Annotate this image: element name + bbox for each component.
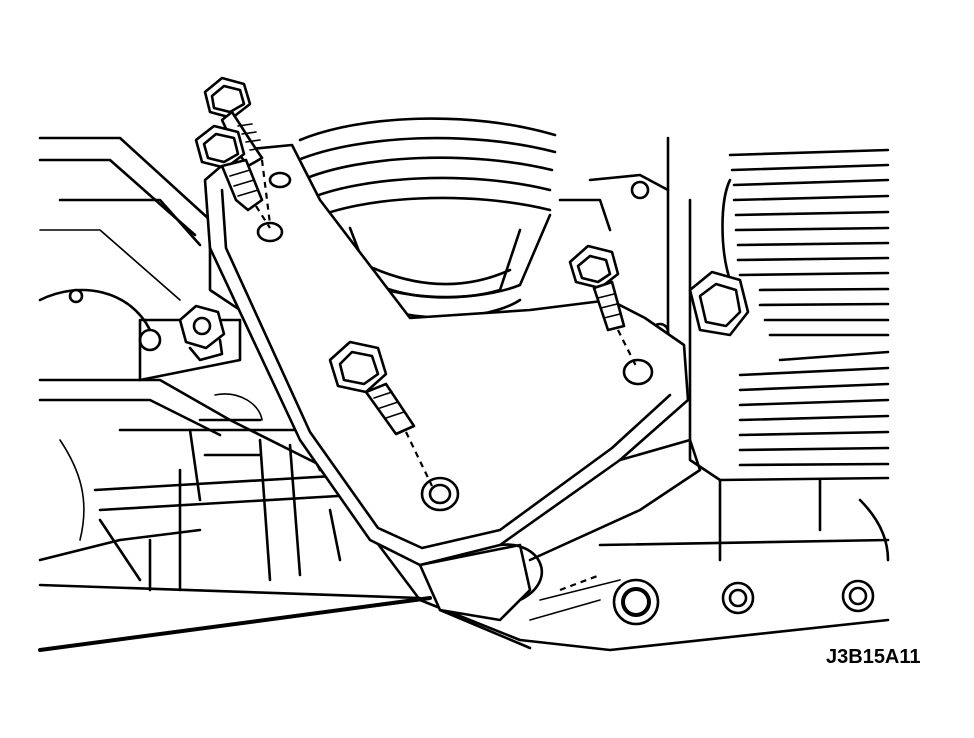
figure-id-label: J3B15A11 (826, 646, 921, 668)
bracket-bolt-upper (194, 124, 264, 212)
engine-mount-bracket (203, 143, 702, 622)
housing-bolt-left (178, 304, 226, 362)
alignment-lines (255, 159, 637, 592)
engine-block (666, 136, 890, 482)
bracket-bolt-center (328, 340, 416, 436)
bracket-bolt-right (568, 244, 626, 332)
oil-pan (418, 173, 890, 652)
